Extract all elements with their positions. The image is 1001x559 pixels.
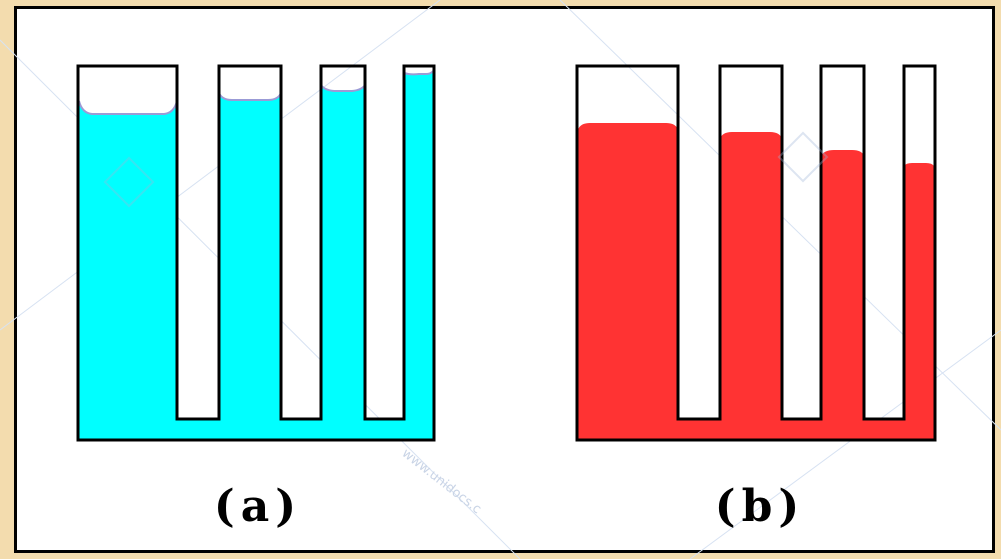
panel-b-mercury (578, 123, 934, 440)
panel-a-caption: (a) (213, 481, 303, 532)
watermark-logo-right (777, 131, 829, 183)
panel-b-container (575, 64, 937, 442)
panel-b-caption: (b) (714, 481, 806, 532)
panel-b (575, 64, 937, 442)
panel-a-meniscus-edges (78, 70, 434, 115)
watermark-logo-left (103, 156, 155, 208)
panel-a (76, 64, 436, 442)
panel-a-water (79, 71, 433, 440)
panel-a-container (76, 64, 436, 442)
